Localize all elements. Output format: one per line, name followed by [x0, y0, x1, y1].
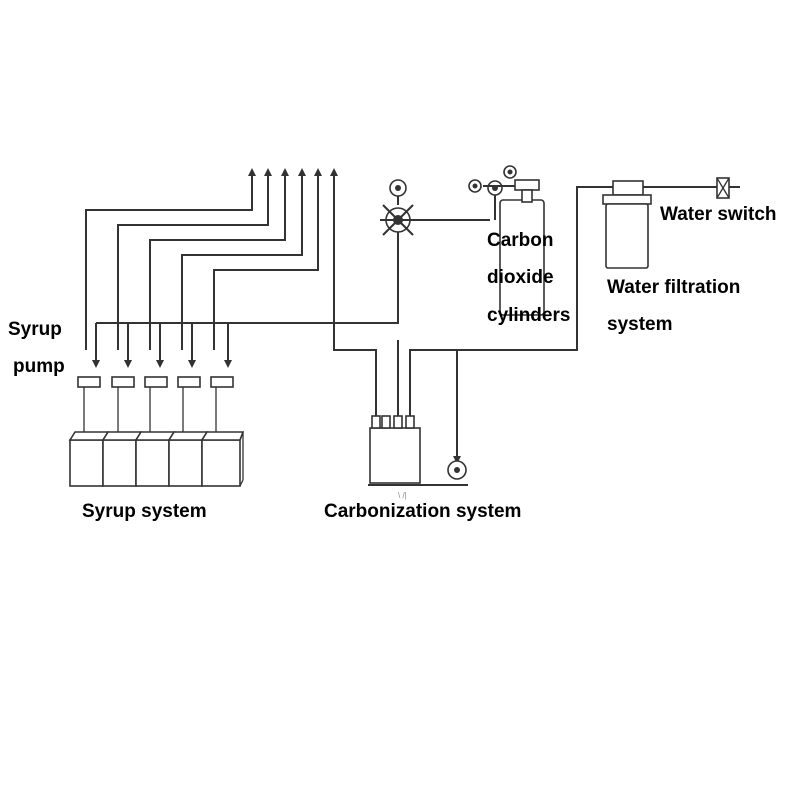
outlet-line-1 — [85, 168, 256, 350]
co2-regulator-icon — [380, 179, 490, 250]
co2-distribution-line — [92, 250, 399, 368]
outlet-line-3 — [149, 168, 289, 350]
label-water-switch: Water switch — [660, 204, 777, 225]
syrup-box-1 — [69, 439, 104, 487]
syrup-box-2 — [102, 439, 137, 487]
outlet-lines — [85, 168, 377, 420]
label-co2-line2: dioxide — [487, 267, 554, 288]
co2-cylinder-body — [499, 199, 545, 316]
syrup-pump-1 — [77, 376, 101, 388]
carbonator: \ /| — [368, 186, 613, 500]
label-co2-line3: cylinders — [487, 305, 571, 326]
outlet-line-carbonated — [330, 168, 377, 420]
label-syrup-system: Syrup system — [82, 501, 207, 522]
water-filter — [602, 180, 740, 269]
label-water-filtration-line2: system — [607, 314, 673, 335]
syrup-boxes — [68, 431, 245, 487]
svg-text:\ /|: \ /| — [398, 491, 407, 500]
label-water-filtration-line1: Water filtration — [607, 277, 741, 298]
syrup-pump-2 — [111, 376, 135, 388]
syrup-pump-4 — [177, 376, 201, 388]
syrup-box-4 — [168, 439, 203, 487]
syrup-box-5 — [201, 439, 241, 487]
syrup-box-3 — [135, 439, 170, 487]
syrup-pump-3 — [144, 376, 168, 388]
water-filter-housing — [605, 203, 649, 269]
label-carbonization-system: Carbonization system — [324, 501, 522, 522]
outlet-line-5 — [213, 168, 322, 350]
label-syrup-pump-line1: Syrup — [8, 319, 62, 340]
carbonator-tank — [369, 427, 421, 484]
syrup-pump-5 — [210, 376, 234, 388]
syrup-pumps — [77, 376, 234, 432]
label-co2-line1: Carbon — [487, 230, 554, 251]
label-syrup-pump-line2: pump — [13, 356, 65, 377]
water-switch-valve-icon — [716, 177, 730, 199]
co2-cylinder — [468, 165, 545, 316]
outlet-line-4 — [181, 168, 306, 350]
outlet-line-2 — [117, 168, 272, 350]
